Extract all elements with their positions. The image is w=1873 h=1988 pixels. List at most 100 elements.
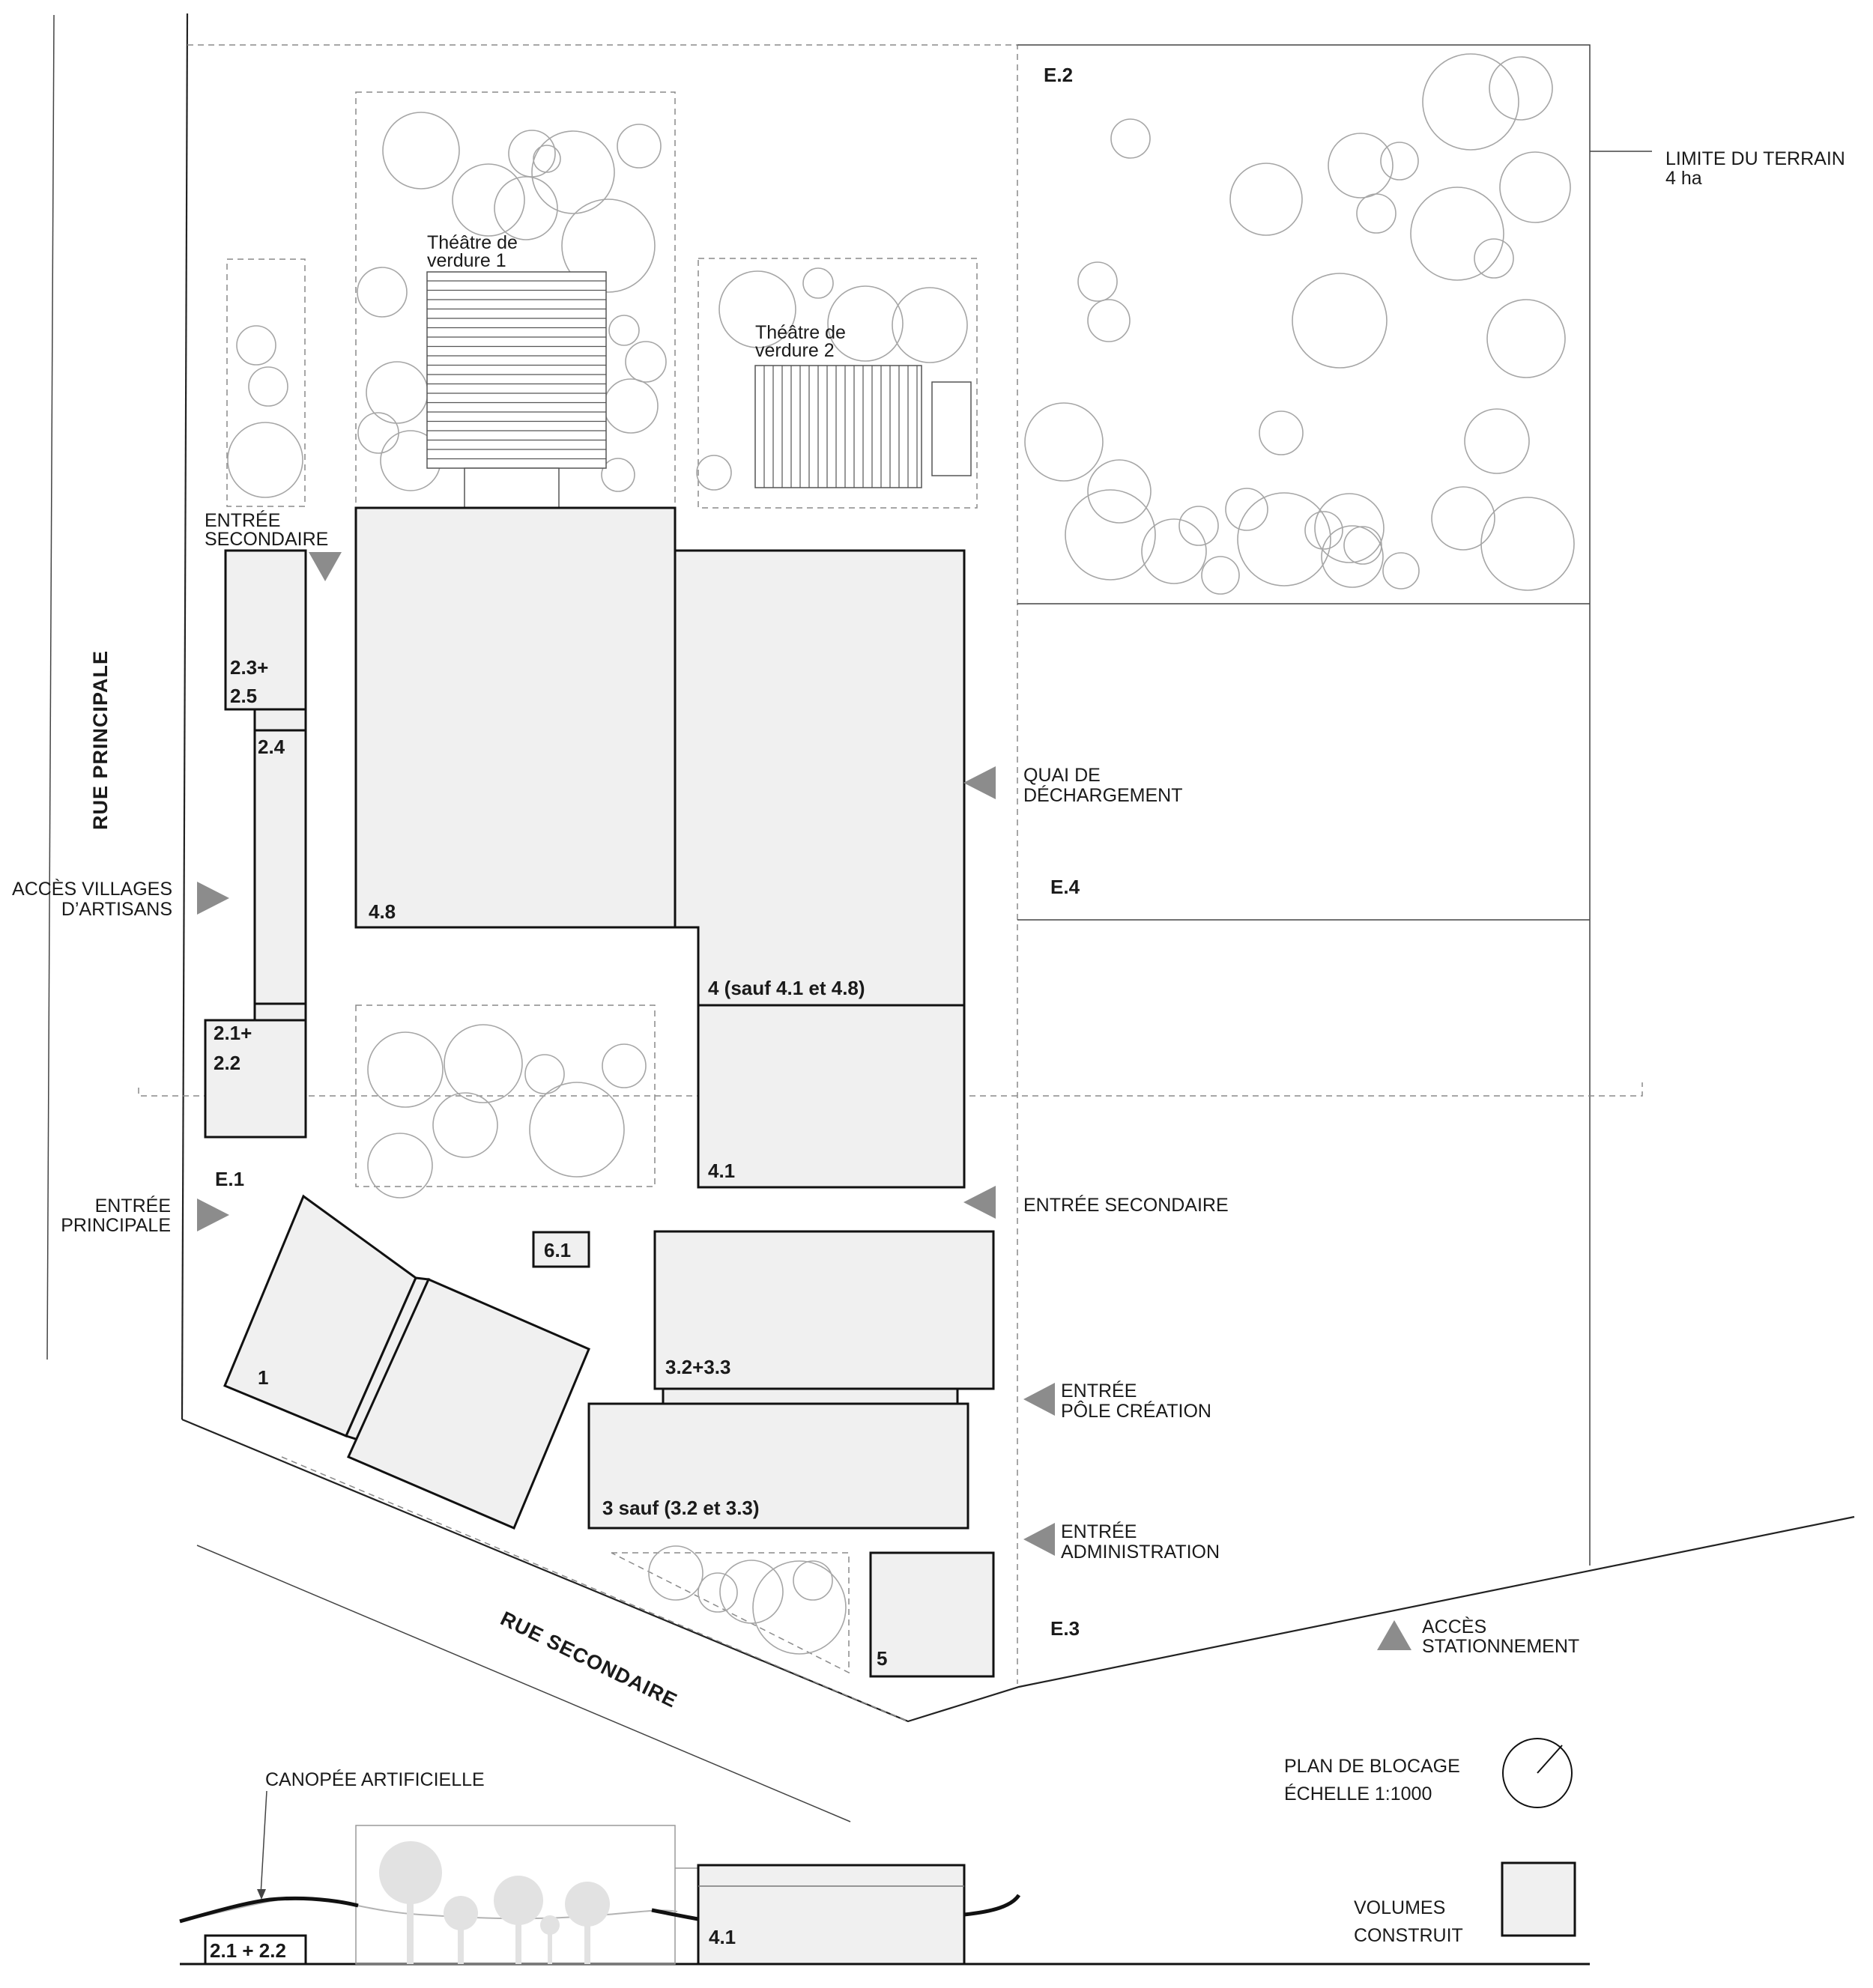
theatre-1-seating [426, 271, 607, 469]
block-2-4 [253, 729, 307, 1005]
tree-icon [696, 455, 732, 491]
legend-plan-title: PLAN DE BLOCAGE [1284, 1756, 1460, 1777]
entrance-arrow-icon [963, 766, 996, 799]
block-3-2-3-3 [653, 1230, 995, 1390]
tree-icon [1237, 492, 1331, 587]
tree-icon [452, 163, 525, 237]
label-limite-terrain: LIMITE DU TERRAIN [1665, 148, 1845, 169]
label-2-3: 2.3+ [230, 656, 268, 679]
tree-icon [1292, 273, 1388, 369]
tree-trunk [407, 1903, 414, 1964]
tree-icon [1499, 151, 1571, 223]
block-3-connector [662, 1387, 959, 1405]
tree-icon [1141, 518, 1207, 584]
tree-icon [1380, 142, 1419, 181]
tree-icon [357, 267, 408, 318]
section-label-2-1-2-2: 2.1 + 2.2 [210, 1939, 286, 1962]
tree-icon [793, 1560, 833, 1601]
tree-icon [1229, 163, 1303, 236]
tree-icon [432, 1092, 498, 1158]
tree-icon [1410, 187, 1504, 281]
tree-icon [1464, 408, 1530, 474]
theatre-2-label: Théâtre de [755, 322, 846, 343]
access-arrows [197, 552, 1411, 1650]
label-4-8: 4.8 [369, 900, 396, 923]
label-limite-area: 4 ha [1665, 168, 1702, 189]
block-connector-2-4-bottom [253, 1002, 307, 1022]
tree-icon [625, 341, 667, 383]
zone-e1: E.1 [215, 1168, 244, 1190]
tree-icon [1343, 526, 1382, 565]
tree-trunk [515, 1924, 521, 1964]
label-4: 4 (sauf 4.1 et 4.8) [708, 977, 865, 999]
label-2-1: 2.1+ [214, 1022, 252, 1044]
entrance-arrow-icon [963, 1186, 996, 1219]
label-2-5: 2.5 [230, 685, 257, 707]
theatre-1-label: Théâtre de [427, 232, 518, 253]
label-rue-principale: RUE PRINCIPALE [89, 650, 112, 830]
site-section: 2.1 + 2.2 4.1 CANOPÉE ARTIFICIELLE [179, 1769, 1590, 1966]
block-4 [674, 549, 966, 1007]
tree-trunk [584, 1925, 590, 1964]
canopy-artificielle-mid [651, 1908, 699, 1921]
label-acces-stationnement: ACCÈS [1422, 1616, 1486, 1637]
rue-principale-edge-left [46, 14, 55, 1360]
zone-labels: E.2 E.4 E.1 E.3 [215, 64, 1080, 1640]
legend-volumes: VOLUMES [1354, 1897, 1445, 1918]
tree-icon [357, 412, 399, 454]
theatre-2-label-line2: verdure 2 [755, 340, 835, 361]
legend-scale: ÉCHELLE 1:1000 [1284, 1783, 1432, 1804]
tree-icon [617, 124, 662, 169]
setback-dashed-south [281, 1456, 909, 1722]
tree-icon [1259, 410, 1304, 455]
label-5: 5 [877, 1647, 887, 1670]
section-block-4-1 [697, 1864, 966, 1966]
block-2-1-2-2 [204, 1019, 307, 1139]
tree-icon [529, 1082, 625, 1178]
tree-icon [802, 267, 834, 299]
tree-icon [248, 366, 288, 407]
block-4-1 [697, 1004, 966, 1189]
label-entree-principale-line2: PRINCIPALE [61, 1215, 171, 1236]
block-4-8 [354, 506, 677, 929]
garden-central [355, 1004, 656, 1187]
tree-icon [531, 130, 615, 214]
tree-icon [1314, 493, 1385, 563]
label-2-2: 2.2 [214, 1052, 240, 1074]
tree-icon [444, 1024, 523, 1103]
tree-icon [1024, 402, 1104, 482]
tree-trunk [458, 1929, 464, 1964]
tree-icon [1077, 261, 1118, 302]
label-rue-secondaire: RUE SECONDAIRE [497, 1607, 681, 1712]
tree-icon [1321, 525, 1384, 588]
tree-icon [367, 1031, 444, 1108]
label-4-1: 4.1 [708, 1160, 735, 1182]
north-arrow-icon [1502, 1738, 1573, 1808]
theatre-1-label-line2: verdure 1 [427, 250, 506, 271]
tree-icon [718, 270, 796, 348]
tree-icon [752, 1560, 847, 1655]
legend: PLAN DE BLOCAGE ÉCHELLE 1:1000 VOLUMES C… [1284, 1738, 1576, 1946]
block-labels: 2.3+ 2.5 2.4 2.1+ 2.2 4.8 4 (sauf 4.1 et… [214, 656, 887, 1670]
label-3: 3 sauf (3.2 et 3.3) [602, 1497, 760, 1519]
label-2-4: 2.4 [258, 736, 285, 758]
block-3 [587, 1402, 969, 1530]
tree-icon [1110, 118, 1151, 159]
label-3-2-3-3: 3.2+3.3 [665, 1356, 730, 1378]
tree-icon [227, 422, 303, 498]
theatre-1-stage [464, 467, 560, 509]
block-1-east [347, 1278, 590, 1530]
label-acces-villages-line2: D’ARTISANS [61, 899, 172, 920]
tree-icon [608, 315, 640, 346]
tree-icon [1087, 299, 1131, 342]
canopee-leader [260, 1790, 267, 1896]
section-label-4-1: 4.1 [709, 1926, 736, 1948]
tree-icon [1178, 506, 1219, 546]
label-entree-principale: ENTRÉE [95, 1195, 171, 1216]
rue-principale-edge-right [181, 13, 189, 1420]
canopy-artificielle-east [963, 1894, 1021, 1917]
tree-icon [494, 1876, 543, 1925]
tree-icon [379, 1841, 442, 1904]
tree-icon [444, 1896, 478, 1930]
